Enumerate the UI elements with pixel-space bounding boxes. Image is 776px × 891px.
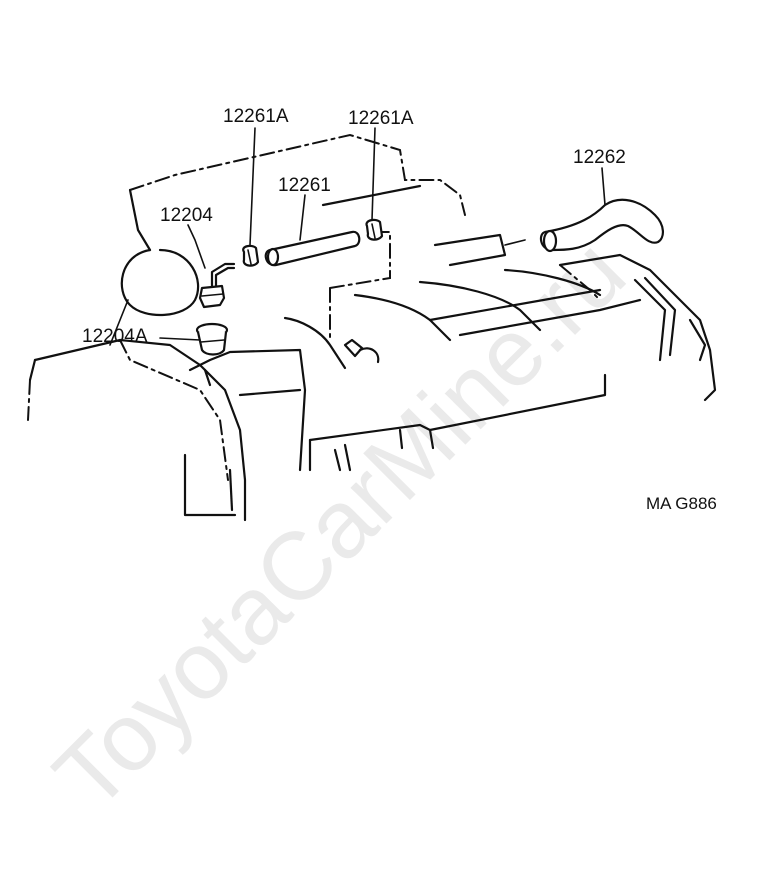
ventilation-hose-12262 [539, 198, 664, 253]
hose-clamp-left [242, 244, 260, 267]
label-12261A-right: 12261A [348, 108, 414, 129]
watermark: ToyotaCarMine.ru [34, 218, 645, 829]
label-12261: 12261 [278, 175, 331, 196]
figure-reference: MA G886 [646, 494, 717, 513]
label-12204: 12204 [160, 205, 213, 226]
leader-lines [159, 127, 606, 341]
valve-grommet-12204A [195, 322, 229, 356]
pcv-valve-12204 [198, 262, 236, 309]
label-12204A: 12204A [82, 326, 148, 347]
label-12262: 12262 [573, 147, 626, 168]
hose-clamp-right [365, 218, 384, 241]
ventilation-hose-12261 [264, 230, 361, 267]
engine-outline [27, 133, 717, 522]
label-12261A-left: 12261A [223, 106, 289, 127]
